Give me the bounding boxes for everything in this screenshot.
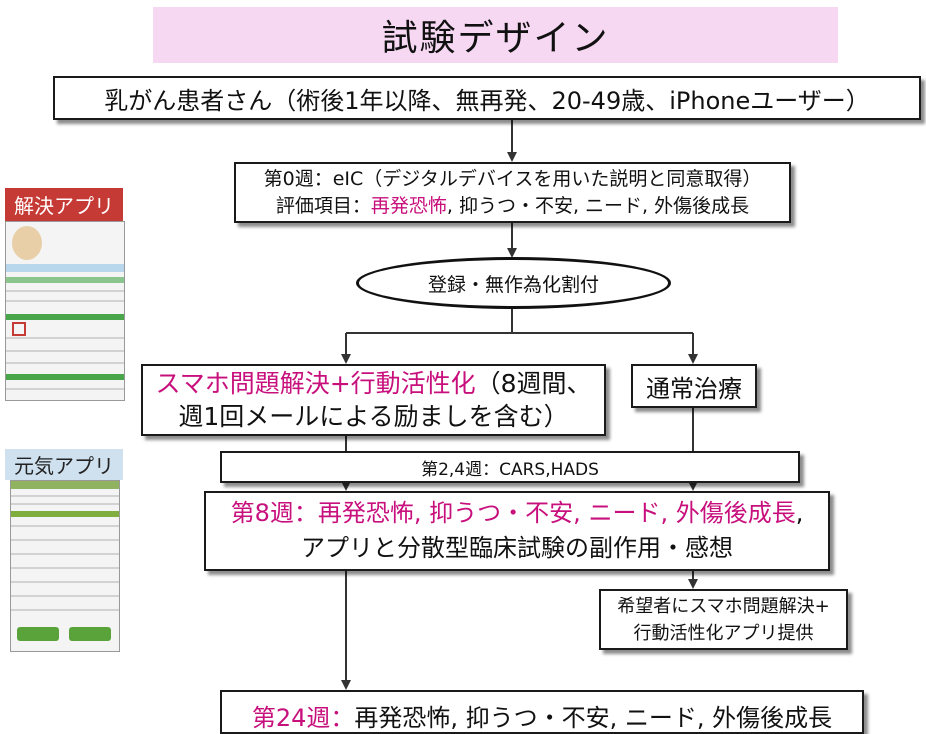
week8-line1: 第8週：再発恐怖, 抑うつ・不安, ニード, 外傷後成長, (230, 499, 804, 527)
kaiketsu-check-icon (12, 322, 26, 336)
intervention-line1: スマホ問題解決+行動活性化（8週間、 (155, 369, 592, 398)
diagram-title: 試験デザイン (381, 18, 610, 59)
kaiketsu-avatar-icon (12, 226, 42, 260)
week24-line: 第24週：再発恐怖, 抑うつ・不安, ニード, 外傷後成長 (251, 704, 833, 732)
offer-line2: 行動活性化アプリ提供 (633, 622, 814, 644)
control-box: 通常治療 (631, 364, 757, 408)
intervention-box: スマホ問題解決+行動活性化（8週間、 週1回メールによる励ましを含む） (141, 364, 606, 436)
diagram-title-box: 試験デザイン (153, 7, 838, 63)
kaiketsu-app-screenshot (5, 221, 125, 401)
population-text: 乳がん患者さん（術後1年以降、無再発、20-49歳、iPhoneユーザー） (104, 86, 870, 115)
genki-app-screenshot (10, 480, 120, 652)
population-box: 乳がん患者さん（術後1年以降、無再発、20-49歳、iPhoneユーザー） (53, 76, 921, 120)
kaiketsu-app-label: 解決アプリ (5, 188, 123, 221)
genki-app-label: 元気アプリ (5, 449, 123, 480)
randomization-label: 登録・無作為化割付 (427, 273, 599, 296)
control-label: 通常治療 (646, 374, 742, 403)
intervention-line2: 週1回メールによる励ましを含む） (178, 402, 569, 431)
week2-4-box: 第2,4週：CARS,HADS (220, 451, 800, 483)
week0-line2: 評価項目：再発恐怖, 抑うつ・不安, ニード, 外傷後成長 (275, 194, 750, 217)
week0-box: 第0週：eIC（デジタルデバイスを用いた説明と同意取得） 評価項目：再発恐怖, … (234, 162, 791, 223)
week0-highlight: 再発恐怖 (370, 194, 447, 217)
randomization-ellipse: 登録・無作為化割付 (356, 257, 671, 309)
week2-4-label: 第2,4週：CARS,HADS (421, 459, 599, 480)
week8-line2: アプリと分散型臨床試験の副作用・感想 (301, 534, 733, 562)
offer-line1: 希望者にスマホ問題解決+ (617, 595, 830, 617)
week24-box: 第24週：再発恐怖, 抑うつ・不安, ニード, 外傷後成長 (220, 690, 864, 734)
week8-box: 第8週：再発恐怖, 抑うつ・不安, ニード, 外傷後成長, アプリと分散型臨床試… (204, 491, 830, 571)
week0-line1: 第0週：eIC（デジタルデバイスを用いた説明と同意取得） (263, 167, 762, 190)
offer-box: 希望者にスマホ問題解決+ 行動活性化アプリ提供 (599, 589, 848, 650)
